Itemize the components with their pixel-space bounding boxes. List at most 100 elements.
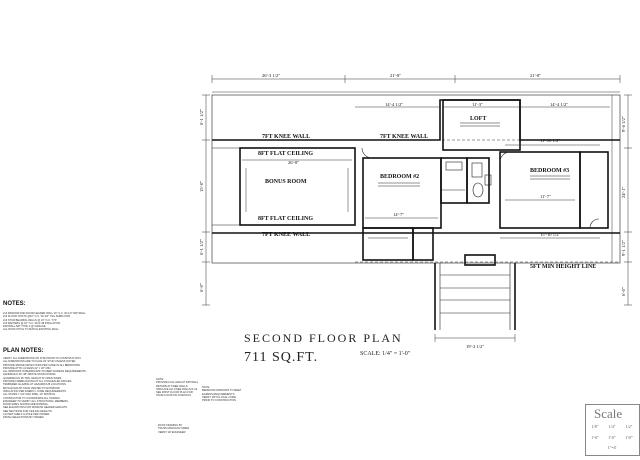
plan-notes-line: SEE SECTIONS FOR CEILING HEIGHTS.: [3, 409, 53, 413]
right-note-line: BEDROOM WINDOWS TO MEET: [202, 389, 242, 393]
dim-left-1: 6'-1 1/2": [199, 109, 204, 125]
right-note-line: PRIOR TO CONSTRUCTION: [202, 399, 237, 403]
notes-list: 2x4 WINDOW AND DOOR HEADER WALL 16" O.C.…: [3, 312, 135, 332]
left-dimension-lines: 6'-1 1/2" 15'-0" 6'-1 1/2" 6'-0": [199, 94, 210, 306]
loft: 14'-4 1/2" 11'-3" 14'-4 1/2" LOFT: [355, 99, 610, 151]
notes-line: ALL ROOF PITCH TO MATCH EXISTING WALL: [3, 328, 59, 332]
plan-notes-line: SEE ELEVATIONS FOR WINDOW HEADER HEIGHTS…: [3, 406, 68, 410]
plan-notes-list: VERIFY ALL DIMENSIONS ON SITE PRIOR TO C…: [3, 357, 135, 420]
dim-bed2-width: 15'-10 1/2": [540, 232, 561, 237]
notes-line: 2x4 WINDOW AND DOOR HEADER WALL 16" O.C.…: [3, 312, 86, 315]
dim-right-1: 9'-6 1/2": [621, 116, 626, 132]
notes-line: 2x6 FLOOR JOISTS @16" O.C. W/ 3/4" T&G S…: [3, 315, 70, 319]
dim-left-2: 15'-0": [199, 181, 204, 192]
dim-bonus-width: 26'-8": [288, 160, 299, 165]
dim-bottom-1: 19'-2 1/2": [466, 344, 484, 349]
plan-notes-line: VERIFY ALL DIMENSIONS ON SITE PRIOR TO C…: [3, 357, 82, 360]
notes-heading: NOTES:: [3, 301, 26, 307]
mid-note-line: INSULATE ALL KNEE WALLS R-19: [156, 387, 198, 391]
bottom-note-block: ROOF FRAMING BY TRUSS MANUFACTURER VERIF…: [158, 424, 189, 434]
flat-ceiling-bottom-label: 8FT FLAT CEILING: [258, 216, 313, 222]
min-height-label: 5FT MIN HEIGHT LINE: [530, 264, 596, 270]
plan-notes-line: PROVIDE ATTIC ACCESS 22" x 30" MIN.: [3, 366, 52, 370]
plan-notes-line: GUARDRAILS 36" MIN. HEIGHT AT OPEN SIDES…: [3, 376, 63, 380]
scale-unit: 1'-0": [591, 435, 599, 440]
flat-ceiling-top-label: 8FT FLAT CEILING: [258, 151, 313, 157]
dim-top-2: 21'-8": [390, 73, 401, 78]
bonus-room: 8FT FLAT CEILING 26'-8" BONUS ROOM 8FT F…: [239, 147, 356, 226]
plan-scale: SCALE: 1/4" = 1'-0": [360, 351, 411, 357]
plan-notes-line: PROVIDE SMOKE DETECTORS PER CODE IN ALL …: [3, 363, 81, 367]
plan-notes-line: FINISH SELECTIONS BY OWNER.: [3, 416, 45, 420]
right-dimension-lines: 9'-6 1/2" 24'-1" 9'-1 1/2" 6'-0": [611, 94, 632, 306]
plan-notes-heading: PLAN NOTES:: [3, 348, 44, 354]
mid-note-line: NOTE:: [156, 378, 164, 381]
bedroom-2: BEDROOM #2 14'-7": [361, 147, 465, 229]
right-note-line: VERIFY WITH LOCAL CODE: [202, 395, 237, 399]
plan-notes-line: ALL WINDOWS IN BEDROOMS TO MEET EGRESS R…: [3, 370, 87, 374]
bonus-room-label: BONUS ROOM: [265, 179, 307, 185]
dim-top-1: 26'-3 1/2": [262, 73, 280, 78]
notes-line: 2x6 RAFTERS @ 16" O.C. W/ R-38 INSULATIO…: [3, 321, 61, 325]
plan-notes-line: TEMPERED GLAZING AT HAZARDOUS LOCATIONS.: [3, 383, 67, 387]
scale-unit: 1'-0": [608, 435, 616, 440]
scale-box: Scale 1/8" 1/4" 1/2" 1'-0" 1'-0" 1'-0" 1…: [585, 404, 640, 456]
plan-title: SECOND FLOOR PLAN: [244, 331, 403, 345]
bedroom3-label: BEDROOM #3: [530, 168, 569, 174]
loft-label: LOFT: [470, 116, 486, 122]
plan-notes-line: PROVIDE FIREBLOCKING AT ALL CONCEALED SP…: [3, 380, 73, 384]
plan-notes-line: DOOR SIZES SHOWN ARE NOMINAL.: [3, 403, 49, 407]
knee-wall-mid-label: 7FT KNEE WALL: [380, 134, 428, 140]
central-core: [440, 157, 496, 266]
bedroom2-label: BEDROOM #2: [380, 174, 419, 180]
mid-note-line: STAIR LOCATION & DETAILS: [156, 394, 192, 398]
plan-notes-line: INSULATION PER ENERGY CODE REQUIREMENTS.: [3, 389, 67, 393]
dim-loft-1: 14'-4 1/2": [385, 102, 403, 107]
bedroom-3: BEDROOM #3 11'-10 1/2" 11'-7": [499, 138, 609, 229]
plan-sqft: 711 SQ.FT.: [244, 350, 319, 365]
dim-top-3: 21'-8": [530, 73, 541, 78]
dim-loft-2: 11'-3": [472, 102, 483, 107]
mid-note-line: PROVIDE FULL HEIGHT DRYWALL: [156, 381, 199, 385]
knee-wall-left-label: 7FT KNEE WALL: [262, 134, 310, 140]
dim-bed3-width: 11'-10 1/2": [540, 138, 560, 143]
plan-notes-line: HANDRAILS 34"-38" ABOVE STAIR NOSING.: [3, 373, 57, 377]
notes-line: DRYWALL 5/8" TYPE X @ GARAGE: [3, 325, 46, 329]
mid-note-line: SEE FIRST FLOOR PLAN FOR: [156, 391, 193, 395]
min-height-line: 5FT MIN HEIGHT LINE: [355, 261, 620, 270]
plan-notes-line: BATH EXHAUST FANS VENTED TO EXTERIOR.: [3, 386, 61, 390]
bottom-note-line: VERIFY W/ ENGINEER: [158, 430, 186, 434]
stair-projection: 19'-2 1/2": [434, 263, 516, 349]
scale-value: 1/8": [591, 424, 599, 429]
roof-outline: [211, 94, 621, 264]
dim-left-3: 6'-1 1/2": [199, 239, 204, 255]
scale-unit: 1'-0": [625, 435, 633, 440]
scale-title: Scale: [594, 406, 623, 421]
plan-notes-line: CLOSET SHELF & POLE PER OWNER.: [3, 413, 50, 417]
plan-notes-line: ALL DIMENSIONS ARE TO FACE OF STUD UNLES…: [3, 360, 77, 364]
dim-right-3: 9'-1 1/2": [621, 240, 626, 256]
scale-value: 1/2": [625, 424, 633, 429]
dim-bed3-width2: 11'-7": [540, 194, 551, 199]
mid-note-block: NOTE: PROVIDE FULL HEIGHT DRYWALL RETURN…: [156, 378, 198, 398]
lower-hall: 15'-10 1/2": [362, 227, 600, 261]
plan-notes-line: ALL STAIRS 7 3/4" MAX RISE, 10" MIN RUN.: [3, 393, 56, 397]
bottom-note-line: TRUSS MANUFACTURER: [158, 427, 190, 431]
scale-value: 1/4": [608, 424, 616, 429]
dim-hall-width: 14'-7": [393, 212, 404, 217]
plan-notes-line: CONTRACTOR TO COORDINATE ALL TRADES.: [3, 396, 61, 400]
dim-left-4: 6'-0": [199, 283, 204, 292]
right-note-line: EGRESS REQUIREMENTS: [202, 392, 235, 396]
mid-note-line: RETURN AT KNEE WALLS: [156, 384, 188, 388]
right-note-line: NOTE:: [202, 386, 210, 389]
dim-right-4: 6'-0": [621, 287, 626, 296]
right-note-block: NOTE: BEDROOM WINDOWS TO MEET EGRESS REQ…: [202, 386, 241, 402]
bottom-note-line: ROOF FRAMING BY: [158, 424, 183, 427]
top-dimension-lines: 26'-3 1/2" 21'-8" 21'-8": [211, 73, 621, 93]
scale-bottom: 1"=4': [607, 445, 617, 450]
dim-right-2: 24'-1": [621, 187, 626, 198]
notes-line: 2x6 STUD BEARING WALLS @ 16" O.C. TYP.: [3, 318, 57, 322]
knee-wall-bottom-label: 7FT KNEE WALL: [262, 232, 310, 238]
